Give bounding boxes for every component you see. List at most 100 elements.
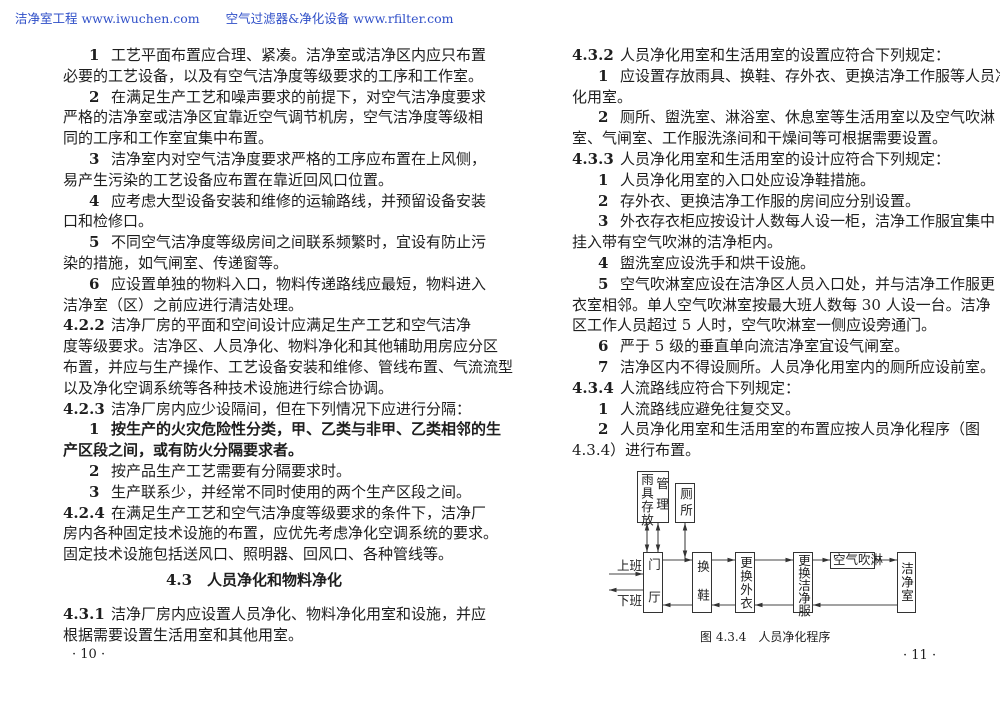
clause-number: 4.2.2 [63,316,105,335]
item-number: 2 [598,420,609,439]
paragraph-line: 不同空气洁净度等级房间之间联系频繁时，宜设有防止污 [111,233,487,252]
item-number: 5 [89,233,100,252]
header-left-link[interactable]: 洁净室工程 www.iwuchen.com [15,11,200,26]
item-number: 2 [89,87,100,106]
page-number-right: · 11 · [903,648,937,663]
label-rain-gear: 雨具存放 [639,473,654,527]
header-right-link[interactable]: 空气过滤器&净化设备 www.rfilter.com [225,11,454,26]
paragraph-line: 根据需要设置生活用室和其他用室。 [63,625,304,644]
paragraph-line: 应考虑大型设备安装和维修的运输路线，并预留设备安装 [111,191,487,210]
item-number: 6 [89,274,100,293]
item-number: 4 [598,254,609,272]
box-cleanroom [897,552,916,613]
paragraph-line: 度等级要求。洁净区、人员净化、物料净化和其他辅助用房应分区 [63,337,499,356]
item-number: 1 [598,66,609,85]
label-air-shower: 空气吹淋 [833,552,884,567]
paragraph-line: 人员净化用室和生活用室的设计应符合下列规定： [620,150,951,168]
paragraph-line: 洁净区内不得设厕所。人员净化用室内的厕所应设前室。 [620,358,996,376]
item-number: 4 [89,191,100,210]
label-leave: 下班 [617,593,643,608]
paragraph-line: 衣室相邻。单人空气吹淋室按最大班人数每 30 人设一台。洁净 [572,295,991,314]
paragraph-line: 外衣存衣柜应按设计人数每人设一柜，洁净工作服宜集中 [620,212,996,231]
box-change-coat [735,552,755,613]
paragraph-line: 口和检修口。 [63,212,154,231]
item-number: 1 [598,399,609,418]
paragraph-line: 化用室。 [572,87,633,106]
item-number: 3 [89,150,100,168]
paragraph-line: 盥洗室应设洗手和烘干设施。 [620,254,816,272]
label-lobby: 门厅 [646,558,661,623]
box-air-shower [830,552,875,569]
paragraph-line: 洁净厂房内应设置人员净化、物料净化用室和设施，并应 [111,605,487,623]
paragraph-line: 严格的洁净室或洁净区宜靠近空气调节机房，空气洁净度等级相 [63,108,484,127]
label-arrive: 上班 [617,558,643,573]
paragraph-line: 产区段之间，或有防火分隔要求者。 [63,441,304,460]
paragraph-line: 生产联系少，并经常不同时使用的两个生产区段之间。 [111,482,472,501]
item-number: 2 [598,191,609,210]
item-number: 5 [598,274,609,293]
paragraph-line: 挂入带有空气吹淋的洁净柜内。 [572,233,783,252]
label-change-shoes: 换鞋 [695,560,710,617]
paragraph-line: 区工作人员超过 5 人时，空气吹淋室一侧应设旁通门。 [572,316,937,335]
section-heading-4-3: 4.3 人员净化和物料净化 [165,571,343,589]
box-toilet [675,483,695,523]
box-lobby [643,552,663,613]
item-number: 1 [89,46,100,64]
paragraph-line: 人员净化用室和生活用室的布置应按人员净化程序（图 [620,420,981,439]
item-number: 6 [598,337,609,356]
paragraph-line: 存外衣、更换洁净工作服的房间应分别设置。 [620,191,921,210]
clause-number: 4.3.1 [63,605,105,623]
paragraph-line: 洁净厂房的平面和空间设计应满足生产工艺和空气洁净 [111,316,472,335]
clause-number: 4.2.3 [63,399,105,418]
watermark-header: 洁净室工程 www.iwuchen.com 空气过滤器&净化设备 www.rfi… [15,8,476,27]
item-number: 2 [598,108,609,127]
paragraph-line: 易产生污染的工艺设备应布置在靠近回风口位置。 [63,170,394,189]
paragraph-line: 在满足生产工艺和空气洁净度等级要求的条件下，洁净厂 [111,503,487,522]
paragraph-line: 人流路线应符合下列规定： [620,378,801,397]
label-cleanroom: 洁净室 [899,562,914,603]
paragraph-line: 染的措施，如气闸室、传递窗等。 [63,254,289,272]
paragraph-line: 同的工序和工作室宜集中布置。 [63,129,274,148]
box-change-cleansuit [793,552,813,613]
paragraph-line: 厕所、盥洗室、淋浴室、休息室等生活用室以及空气吹淋 [620,108,996,127]
item-number: 1 [89,420,100,439]
page-number-left: · 10 · [72,647,106,662]
paragraph-line: 按产品生产工艺需要有分隔要求时。 [111,462,352,480]
box-change-shoes [692,552,712,613]
item-number: 3 [598,212,609,231]
label-change-cleansuit: 更换洁净服 [796,554,811,617]
paragraph-line: 洁净厂房内应少设隔间，但在下列情况下应进行分隔： [111,399,472,418]
item-number: 7 [598,358,609,376]
paragraph-line: 房内各种固定技术设施的布置，应优先考虑净化空调系统的要求。 [63,524,499,543]
paragraph-line: 人员净化用室和生活用室的设置应符合下列规定： [620,46,951,64]
paragraph-line: 人员净化用室的入口处应设净鞋措施。 [620,170,876,189]
paragraph-line: 严于 5 级的垂直单向流洁净室宜设气闸室。 [620,337,910,356]
clause-number: 4.2.4 [63,503,105,522]
label-change-coat: 更换外衣 [738,556,753,610]
paragraph-line: 固定技术设施包括送风口、照明器、回风口、各种管线等。 [63,545,454,564]
paragraph-line: 必要的工艺设备，以及有空气洁净度等级要求的工序和工作室。 [63,66,484,85]
paragraph-line: 以及净化空调系统等各种技术设施进行综合协调。 [63,378,394,397]
item-number: 1 [598,170,609,189]
paragraph-line: 按生产的火灾危险性分类，甲、乙类与非甲、乙类相邻的生 [111,420,502,439]
paragraph-line: 室、气闸室、工作服洗涤间和干燥间等可根据需要设置。 [572,129,948,148]
paragraph-line: 洁净室（区）之前应进行清洁处理。 [63,295,304,314]
clause-number: 4.3.2 [572,46,614,64]
paragraph-line: 在满足生产工艺和噪声要求的前提下，对空气洁净度要求 [111,87,487,106]
paragraph-line: 应设置存放雨具、换鞋、存外衣、更换洁净工作服等人员净 [620,66,1000,85]
box-rain-gear-management [637,471,669,523]
paragraph-line: 应设置单独的物料入口，物料传递路线应最短，物料进入 [111,274,487,293]
paragraph-line: 工艺平面布置应合理、紧凑。洁净室或洁净区内应只布置 [111,46,487,64]
figure-caption: 图 4.3.4 人员净化程序 [700,630,831,644]
label-toilet: 厕所 [678,487,693,520]
paragraph-line: 布置，并应与生产操作、工艺设备安装和维修、管线布置、气流流型 [63,358,514,376]
paragraph-line: 洁净室内对空气洁净度要求严格的工序应布置在上风侧， [111,150,487,168]
item-number: 2 [89,462,100,480]
label-management: 管理 [654,477,669,518]
paragraph-line: 4.3.4）进行布置。 [572,441,701,460]
paragraph-line: 人流路线应避免往复交叉。 [620,399,801,418]
clause-number: 4.3.3 [572,150,614,168]
clause-number: 4.3.4 [572,378,614,397]
paragraph-line: 空气吹淋室应设在洁净区人员入口处，并与洁净工作服更 [620,274,996,293]
